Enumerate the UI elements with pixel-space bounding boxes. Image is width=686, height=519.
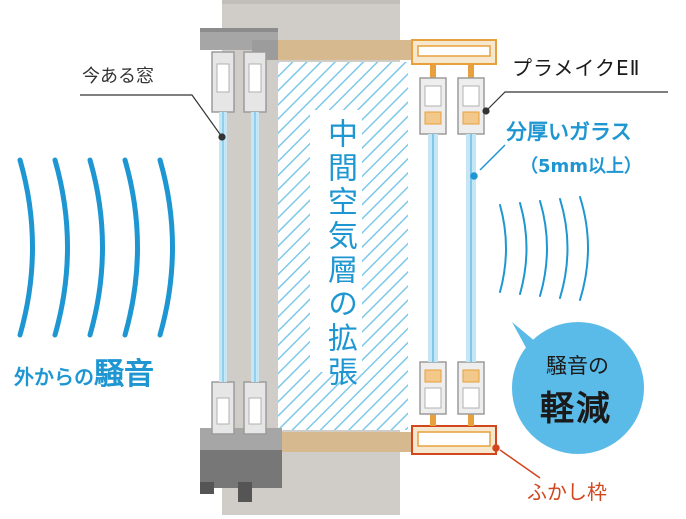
glass-leader — [470, 144, 506, 180]
thick-glass-sub-label: （5mm以上） — [520, 156, 643, 177]
sound-waves-inside-icon — [499, 196, 589, 301]
existing-window-label: 今ある窓 — [82, 66, 154, 87]
outside-noise-small: 外からの — [14, 365, 94, 389]
existing-window-frame — [200, 28, 282, 502]
outside-noise-label: 外からの騒音 — [14, 360, 154, 390]
extension-frame-label: ふかし枠 — [527, 480, 607, 504]
thick-glass-label: 分厚いガラス — [506, 120, 632, 144]
wood-sill-top — [272, 40, 422, 60]
outside-noise-big: 騒音 — [94, 357, 154, 392]
air-layer-hatch — [278, 62, 408, 430]
product-name-label: プラメイクEⅡ — [512, 56, 641, 80]
reduction-line2: 軽減 — [540, 389, 612, 429]
frame-leader — [492, 444, 541, 479]
leader-lines — [80, 91, 668, 141]
sound-waves-outside-icon — [17, 157, 175, 338]
reduction-bubble — [512, 322, 644, 454]
wood-sill-bottom — [272, 432, 422, 452]
air-layer-label: 中間空気層の拡張 — [322, 118, 357, 390]
inner-window-frame — [411, 39, 497, 455]
reduction-line1: 騒音の — [546, 354, 609, 378]
